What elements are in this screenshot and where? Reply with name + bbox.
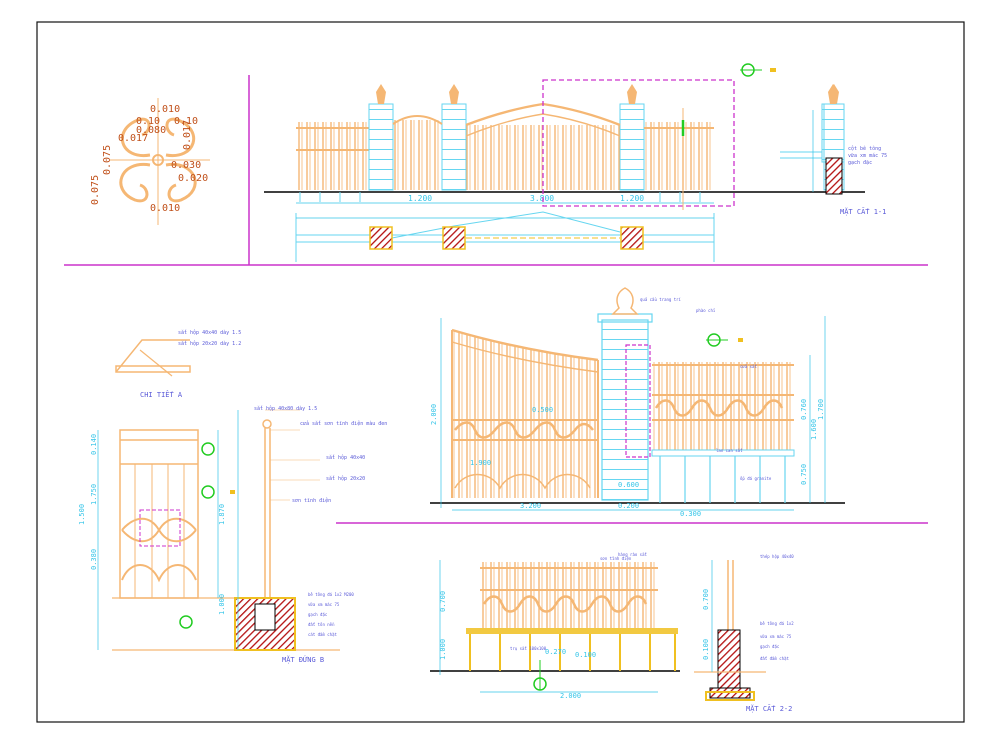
main-gate-elevation: 1.200 3.800 1.200 (264, 63, 865, 262)
fence-dim: 0.270 (545, 648, 566, 656)
section-note: thép hộp 40x40 (760, 554, 794, 559)
gate-detail-title: MẶT ĐỨNG B (282, 655, 324, 664)
detail-callout-box (542, 79, 735, 207)
section-dim: 0.700 (702, 589, 710, 610)
pillar-section-title: MẶT CẮT 1-1 (840, 207, 886, 216)
ornament-scroll-right (165, 162, 197, 203)
gate-dim: 1.750 (90, 484, 98, 505)
ornament-dim: 0.010 (150, 203, 180, 214)
section-note: vữa xm mác 75 (760, 634, 792, 639)
side-gate-detail-b: 0.140 1.750 1.500 0.380 1.870 1.000 sắt … (78, 405, 387, 664)
foundation-note: đất tôn nền (308, 622, 335, 627)
elevation-dim: 1.600 (810, 419, 818, 440)
gate-dim: 1.870 (218, 504, 226, 525)
elevation-dim: 1.200 (408, 194, 432, 203)
ornament-dim: 0.017 (182, 120, 193, 150)
top-rail-detail-a: sắt hộp 40x40 dày 1.5 sắt hộp 20x20 dày … (115, 329, 241, 399)
ornament-scroll-top-right (165, 117, 196, 158)
foundation-note: cát đầm chặt (308, 632, 337, 637)
foundation-note: vữa xm mác 75 (308, 602, 340, 607)
foundation-note: gạch đặc (308, 612, 328, 617)
fence-note: trụ sắt 100x100 (510, 646, 547, 651)
gate-dim: 1.500 (78, 504, 86, 525)
ornament-scroll-top-left (120, 117, 151, 158)
elevation-note: ốp đá granite (740, 476, 772, 481)
section-note: gạch đặc (760, 644, 780, 649)
gate-dim: 0.140 (90, 434, 98, 455)
section-marker-icon (201, 442, 215, 456)
plan-pillar-hatched (369, 226, 644, 250)
rail-detail-title: CHI TIẾT A (140, 390, 183, 399)
elevation-dim: 0.500 (532, 406, 553, 414)
ornament-dim: 0.10 (174, 116, 198, 127)
elevation-dim: 3.200 (520, 502, 541, 510)
fence-dim: 1.000 (439, 639, 447, 660)
fence-panel-left (296, 122, 369, 190)
ornament-dim: 0.017 (118, 133, 148, 144)
elevation-note: quả cầu trang trí (640, 297, 682, 302)
fence-section-2-2: 0.700 0.100 thép hộp 40x40 bê tông đá 1x… (694, 554, 794, 713)
fence-note: sơn tĩnh điện (600, 556, 632, 561)
elevation-dim: 0.750 (800, 464, 808, 485)
gate-pillar (601, 319, 649, 501)
foundation-note: bê tông đá 1x2 M200 (308, 592, 354, 597)
elevation-dim: 0.760 (800, 399, 808, 420)
pillar-note: vữa xm mác 75 (848, 152, 887, 159)
ornament-dim: 0.010 (150, 104, 180, 115)
gate-note: sắt hộp 20x20 (326, 475, 365, 482)
ornament-detail: 0.010 0.10 0.10 0.080 0.017 0.030 0.020 … (90, 98, 210, 225)
elevation-dim: 0.300 (680, 510, 701, 518)
gate-note: sắt hộp 40x80 dày 1.5 (254, 405, 317, 412)
ornament-dim: 0.020 (178, 173, 208, 184)
gate-dim: 0.380 (90, 549, 98, 570)
ornament-dim: 0.080 (136, 125, 166, 136)
elevation-note: lan can sắt (716, 448, 743, 453)
rail-note: sắt hộp 20x20 dày 1.2 (178, 340, 241, 347)
section-note: đất đầm chặt (760, 656, 789, 661)
ornament-dim: 0.075 (102, 145, 113, 175)
pillar-note: gạch đặc (848, 160, 872, 166)
elevation-dim: 0.600 (618, 481, 639, 489)
fence-elevation: 0.700 1.000 2.000 0.270 0.100 hàng rào s… (430, 552, 680, 700)
fence-dim: 2.000 (560, 692, 581, 700)
section-note: bê tông đá 1x2 (760, 621, 794, 626)
elevation-note: phào chỉ (696, 308, 716, 313)
fence-section-title: MẶT CẮT 2-2 (746, 704, 792, 713)
fence-dim: 0.100 (575, 651, 596, 659)
section-marker-icon (201, 485, 215, 499)
elevation-dim: 3.800 (530, 194, 554, 203)
fence-dim: 0.700 (439, 591, 447, 612)
side-gate-panel (393, 120, 442, 190)
section-dim: 0.100 (702, 639, 710, 660)
rail-note: sắt hộp 40x40 dày 1.5 (178, 329, 241, 336)
elevation-dim: 2.000 (430, 404, 438, 425)
drawing-frame (36, 21, 965, 723)
elevation-dim: 1.900 (470, 459, 491, 467)
pillar-section-1-1: cột bê tông vữa xm mác 75 gạch đặc MẶT C… (780, 84, 887, 216)
ornament-dim: 0.030 (171, 160, 201, 171)
ornament-dim: 0.10 (136, 116, 160, 127)
fence-panel-right (644, 122, 714, 190)
gate-note: sơn tĩnh điện (292, 497, 331, 504)
gate-pillar-elevation: 2.000 3.200 0.200 0.300 0.600 0.500 1.90… (430, 287, 845, 518)
pillar-note: cột bê tông (848, 145, 881, 152)
pillar-finial (611, 287, 639, 315)
elevation-dim: 1.700 (817, 399, 825, 420)
gate-note: sắt hộp 40x40 (326, 454, 365, 461)
section-marker-icon (179, 615, 193, 629)
fence-note: hàng rào sắt (618, 552, 647, 557)
gate-note: cửa sắt sơn tĩnh điện màu đen (300, 420, 387, 427)
elevation-dim: 0.200 (618, 502, 639, 510)
elevation-dim: 1.200 (620, 194, 644, 203)
ornament-scroll-left (119, 162, 151, 203)
gate-dim: 1.000 (218, 594, 226, 615)
pillar-finial (376, 84, 839, 104)
elevation-note: cửa sắt (740, 364, 757, 369)
ornament-dim: 0.075 (90, 175, 101, 205)
